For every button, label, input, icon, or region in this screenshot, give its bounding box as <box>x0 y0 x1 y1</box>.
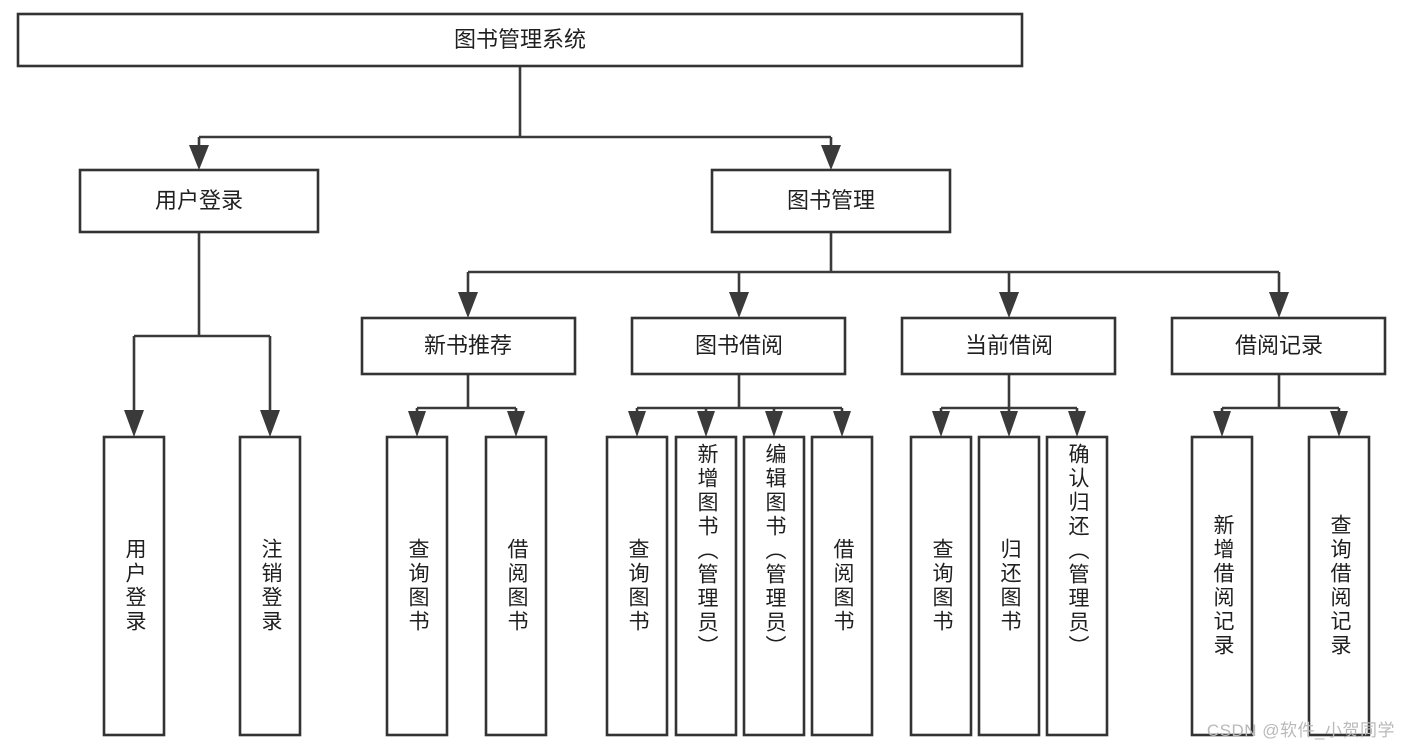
node-book-borrow[interactable]: 图书借阅 <box>630 316 847 376</box>
arrow-bookborrow-leaf-3 <box>765 411 783 437</box>
node-new-book-recommend-box[interactable] <box>360 316 577 376</box>
node-book-manage-box[interactable] <box>710 168 952 234</box>
arrow-to-book-borrow <box>729 292 749 318</box>
leaf-box-add-borrow-record[interactable] <box>1190 435 1254 737</box>
node-book-borrow-box[interactable] <box>630 316 847 376</box>
arrow-to-user-login <box>189 145 209 170</box>
node-book-borrow-label: 图书借阅 <box>695 333 783 358</box>
arrow-to-borrow-record <box>1269 292 1289 318</box>
node-current-borrow[interactable]: 当前借阅 <box>900 316 1117 376</box>
node-borrow-record-box[interactable] <box>1170 316 1387 376</box>
arrow-newbook-leaf-1 <box>408 411 426 437</box>
node-new-book-recommend-label: 新书推荐 <box>424 333 512 358</box>
node-book-manage-label: 图书管理 <box>787 188 875 213</box>
leaf-box-query-borrow-record[interactable] <box>1307 435 1371 737</box>
leaf-box-confirm-return-admin[interactable] <box>1045 435 1109 737</box>
node-current-borrow-box[interactable] <box>900 316 1117 376</box>
csdn-watermark: CSDN @软件_小贺同学 <box>1206 721 1395 740</box>
arrow-to-leaf-user-login <box>124 410 144 437</box>
arrow-to-book-manage <box>821 145 841 170</box>
leaf-box-borrow-book[interactable] <box>810 435 874 737</box>
node-user-login-box[interactable] <box>78 168 320 234</box>
node-user-login[interactable]: 用户登录 <box>78 168 320 234</box>
node-root-box[interactable] <box>16 12 1024 68</box>
leaf-box-return-book[interactable] <box>977 435 1041 737</box>
leaf-box-add-book-admin[interactable] <box>674 435 738 737</box>
node-root-label: 图书管理系统 <box>454 27 586 52</box>
node-root[interactable]: 图书管理系统 <box>16 12 1024 68</box>
node-borrow-record-label: 借阅记录 <box>1235 333 1323 358</box>
leaf-box-query-book-recommend[interactable] <box>385 435 449 737</box>
arrow-bookborrow-leaf-4 <box>833 411 851 437</box>
node-borrow-record[interactable]: 借阅记录 <box>1170 316 1387 376</box>
arrow-to-leaf-logout <box>260 410 280 437</box>
arrow-borrowrecord-leaf-2 <box>1330 411 1348 437</box>
arrow-to-current-borrow <box>999 292 1019 318</box>
arrow-currentborrow-leaf-1 <box>932 411 950 437</box>
arrow-newbook-leaf-2 <box>507 411 525 437</box>
node-user-login-label: 用户登录 <box>155 188 243 213</box>
connector-group <box>124 66 1348 437</box>
arrow-currentborrow-leaf-2 <box>1000 411 1018 437</box>
leaf-box-query-book-borrow[interactable] <box>605 435 669 737</box>
arrow-to-new-book-recommend <box>458 292 478 318</box>
leaf-box-user-login[interactable] <box>102 435 166 737</box>
node-current-borrow-label: 当前借阅 <box>965 333 1053 358</box>
leaf-box-query-book-current[interactable] <box>909 435 973 737</box>
leaf-box-logout[interactable] <box>238 435 302 737</box>
leaf-box-borrow-book-recommend[interactable] <box>484 435 548 737</box>
arrow-bookborrow-leaf-1 <box>628 411 646 437</box>
node-new-book-recommend[interactable]: 新书推荐 <box>360 316 577 376</box>
arrow-borrowrecord-leaf-1 <box>1213 411 1231 437</box>
arrow-bookborrow-leaf-2 <box>697 411 715 437</box>
node-book-manage[interactable]: 图书管理 <box>710 168 952 234</box>
leaf-box-group <box>102 435 1371 737</box>
arrow-currentborrow-leaf-3 <box>1068 411 1086 437</box>
leaf-box-edit-book-admin[interactable] <box>742 435 806 737</box>
